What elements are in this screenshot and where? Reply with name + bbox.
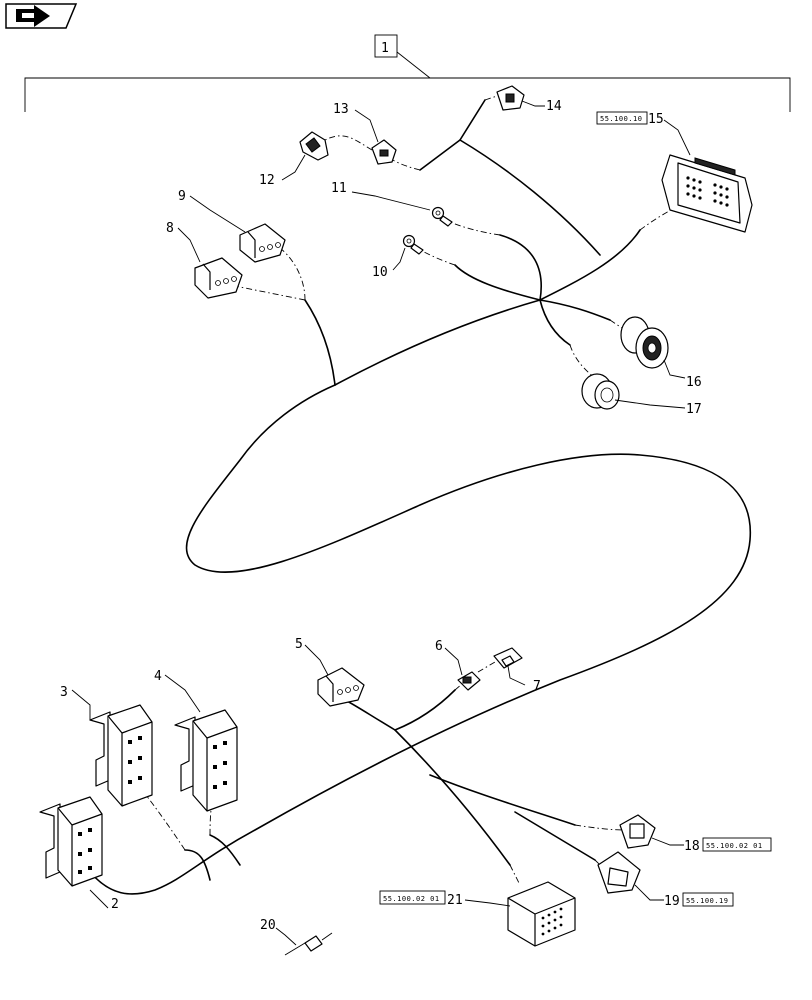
callout-7: 7 xyxy=(533,679,541,694)
connector-13[interactable] xyxy=(371,139,397,165)
callout-11: 11 xyxy=(331,181,347,196)
connector-17[interactable] xyxy=(581,373,620,410)
callout-15: 15 xyxy=(648,112,664,127)
fuse-block-2[interactable] xyxy=(39,796,103,887)
callout-17: 17 xyxy=(686,402,702,417)
connector-19[interactable] xyxy=(597,851,641,894)
callout-3: 3 xyxy=(60,685,68,700)
assembly-bracket: 1 xyxy=(24,34,791,112)
connector-12[interactable] xyxy=(299,131,329,161)
callout-4: 4 xyxy=(154,669,162,684)
assembly-item-label: 1 xyxy=(381,41,389,56)
callout-19: 19 xyxy=(664,894,680,909)
harness-wires xyxy=(89,99,751,895)
ref-15: 55.100.10 xyxy=(600,115,642,123)
callout-16: 16 xyxy=(686,375,702,390)
connector-21[interactable] xyxy=(507,881,576,947)
fuse-block-4[interactable] xyxy=(174,709,238,812)
callout-9: 9 xyxy=(178,189,186,204)
connector-6[interactable] xyxy=(457,671,481,691)
diode-20[interactable] xyxy=(284,932,333,956)
callout-2: 2 xyxy=(111,897,119,912)
callout-13: 13 xyxy=(333,102,349,117)
callout-18: 18 xyxy=(684,839,700,854)
connector-7[interactable] xyxy=(493,647,523,669)
callout-6: 6 xyxy=(435,639,443,654)
dashed-wire-runs xyxy=(79,95,693,886)
connector-15[interactable] xyxy=(661,154,753,233)
ref-19: 55.100.19 xyxy=(686,897,728,905)
connector-5[interactable] xyxy=(317,667,365,707)
callouts: 2 3 4 5 6 7 8 9 10 11 12 13 14 15 55.100… xyxy=(60,99,772,946)
ring-terminal-10[interactable] xyxy=(402,234,424,255)
callout-5: 5 xyxy=(295,637,303,652)
callout-21: 21 xyxy=(447,893,463,908)
ref-21: 55.100.02 01 xyxy=(383,895,440,903)
callout-20: 20 xyxy=(260,918,276,933)
callout-10: 10 xyxy=(372,265,388,280)
folder-arrow-icon[interactable] xyxy=(5,3,78,29)
connector-14[interactable] xyxy=(496,85,525,111)
fuse-block-3[interactable] xyxy=(89,704,153,807)
callout-12: 12 xyxy=(259,173,275,188)
connector-9[interactable] xyxy=(239,223,286,263)
ring-terminal-11[interactable] xyxy=(431,206,453,227)
connector-16[interactable] xyxy=(620,316,669,369)
connector-8[interactable] xyxy=(194,257,243,299)
connector-18[interactable] xyxy=(619,814,656,849)
ref-18: 55.100.02 01 xyxy=(706,842,763,850)
callout-8: 8 xyxy=(166,221,174,236)
callout-14: 14 xyxy=(546,99,562,114)
